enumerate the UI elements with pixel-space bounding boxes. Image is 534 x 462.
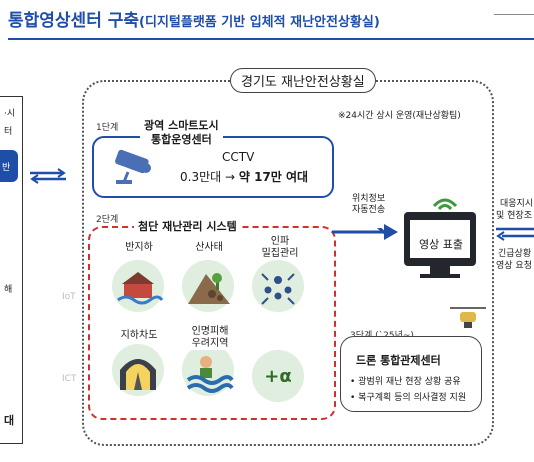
- title-underline: [8, 38, 534, 40]
- item-label-2: 산사태: [186, 242, 232, 254]
- ict-label: ICT: [62, 374, 77, 384]
- step1-title: 광역 스마트도시 통합운영센터: [140, 119, 223, 147]
- step1-label: 1단계: [96, 123, 119, 133]
- left-panel: [0, 96, 23, 444]
- iot-label: IoT: [62, 292, 76, 302]
- situation-room-label: 경기도 재난안전상황실: [230, 68, 376, 93]
- landslide-icon: [182, 260, 234, 312]
- plus-alpha-icon: +α: [252, 350, 304, 402]
- drowning-person-icon: [182, 344, 234, 396]
- arrow-text-line2: 자동전송: [352, 205, 386, 215]
- step2-label: 2단계: [96, 215, 119, 225]
- left-panel-text-3: 해: [4, 285, 13, 295]
- step3-box: [340, 336, 482, 412]
- monitor-base: [420, 274, 460, 278]
- title-rule-right: [494, 14, 534, 15]
- cctv-count-to: 약 17만 여대: [238, 170, 309, 184]
- cctv-label: CCTV: [222, 150, 255, 164]
- title-sub: (디지털플랫폼 기반 입체적 재난안전상황실): [139, 15, 380, 30]
- step1-title-line2: 통합운영센터: [150, 133, 212, 146]
- left-panel-text-1: ·시: [4, 109, 16, 119]
- bidirectional-arrow-right-icon: [496, 227, 534, 241]
- step3-title: 드론 통합관제센터: [356, 354, 441, 367]
- left-panel-badge: [0, 150, 18, 182]
- bidirectional-arrow-left-icon: [30, 168, 66, 184]
- right-text-1: 대응지시: [500, 199, 534, 209]
- cctv-count-from: 0.3만대 →: [180, 170, 239, 184]
- step3-bullet-1: • 광범위 재난 현장 상황 공유: [350, 377, 461, 387]
- arrow-to-display-icon: [332, 224, 398, 240]
- step3-bullet-2-text: 복구계획 등의 의사결정 지원: [358, 393, 467, 403]
- location-auto-send-text: 위치정보 자동전송: [352, 194, 385, 216]
- step3-bullet-1-text: 광범위 재난 현장 상황 공유: [358, 377, 461, 387]
- operation-note: ※24시간 상시 운영(재난상황팀): [338, 111, 461, 121]
- left-panel-text-4: 대: [4, 414, 15, 427]
- monitor-icon: [404, 212, 476, 266]
- arrow-text-line1: 위치정보: [352, 194, 386, 204]
- monitor-stand: [430, 266, 450, 274]
- left-panel-text-2: 터: [4, 127, 13, 137]
- step3-bullet-2: • 복구계획 등의 의사결정 지원: [350, 393, 467, 403]
- arrow-from-step1-icon: [376, 228, 387, 236]
- cctv-icon: [115, 149, 151, 184]
- crowd-icon: [252, 260, 304, 312]
- cctv-count: 0.3만대 → 약 17만 여대: [180, 168, 308, 185]
- item-label-5: 인명피해 우려지역: [184, 326, 236, 350]
- title-main: 통합영상센터 구축: [8, 11, 140, 31]
- right-text-4: 영상 요청: [496, 261, 532, 271]
- flooded-house-icon: [112, 260, 164, 312]
- item-label-4: 지하차도: [114, 330, 164, 342]
- display-label: 영상 표출: [419, 238, 463, 251]
- drone-icon: [450, 307, 486, 328]
- item-label-3: 인파 밀집관리: [258, 236, 302, 260]
- page-title: 통합영상센터 구축(디지털플랫폼 기반 입체적 재난안전상황실): [8, 6, 380, 31]
- step1-title-line1: 광역 스마트도시: [144, 119, 219, 132]
- underpass-icon: [112, 344, 164, 396]
- right-text-2: 및 현장조: [496, 211, 532, 221]
- step2-title: 첨단 재난관리 시스템: [134, 218, 241, 234]
- item-label-1: 반지하: [116, 242, 162, 254]
- right-text-3: 긴급상황: [498, 249, 532, 259]
- wifi-signal-icon: [432, 198, 458, 211]
- left-panel-badge-text: 반: [2, 163, 11, 173]
